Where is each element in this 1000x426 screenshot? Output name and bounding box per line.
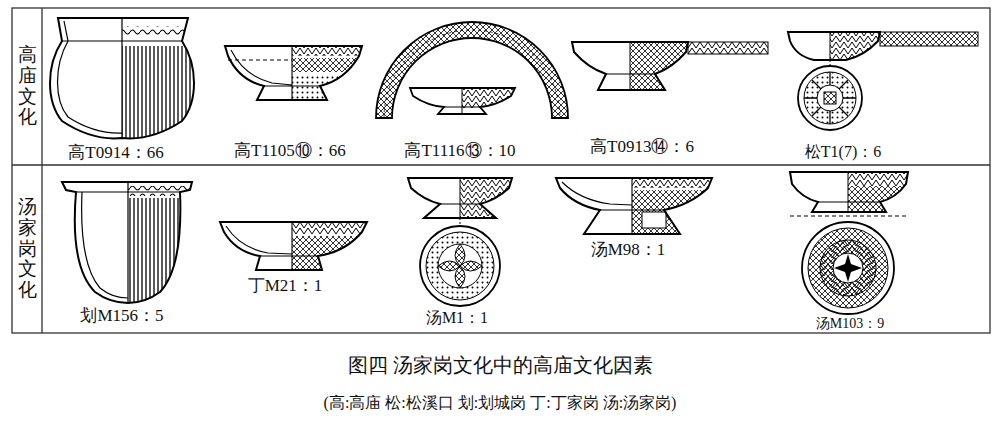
- pedestal-bowl-drawing: [556, 178, 714, 236]
- bowl-drawing-part: [226, 222, 318, 270]
- row-header-text: 高庙文化: [18, 45, 37, 129]
- pedestal-bowl-drawing-part: [438, 244, 482, 288]
- pedestal-bowl-drawing-part: [460, 178, 514, 220]
- pedestal-bowl-drawing-part: [420, 226, 500, 306]
- bowl-drawing-part: [228, 60, 292, 61]
- pedestal-bowl-drawing-part: [834, 254, 862, 282]
- bowl-drawing-part: [220, 222, 367, 270]
- jar-drawing-part: [62, 182, 192, 303]
- specimen-number: 高T1116⑬：10: [404, 142, 515, 159]
- decor-rollout-arch-part: [444, 88, 480, 114]
- row-header-cell: 高庙文化: [12, 8, 42, 165]
- plate-drawing: [572, 42, 768, 92]
- specimen-number: 丁M21：1: [248, 277, 323, 294]
- bowl-drawing-part-part: [292, 222, 368, 234]
- specimen-number: 松T1(7)：6: [805, 144, 881, 160]
- pedestal-bowl-drawing-part-part: [460, 178, 514, 220]
- specimen-number: 汤M98：1: [591, 241, 666, 258]
- specimen-number: 划M156：5: [80, 307, 163, 324]
- pedestal-bowl-drawing-part: [408, 178, 512, 218]
- plate-with-base-drawing-part: [804, 72, 856, 124]
- jar-drawing-part: [76, 182, 180, 303]
- pedestal-bowl-drawing: [408, 178, 514, 306]
- plate-with-base-drawing-part: [804, 72, 856, 124]
- plate-with-base-drawing-part: [824, 92, 836, 104]
- decor-rollout-arch-part: [410, 88, 515, 114]
- jar-drawing-part: [58, 18, 183, 138]
- pedestal-bowl-drawing-part: [562, 178, 664, 234]
- pedestal-bowl-drawing-part: [820, 240, 876, 296]
- pedestal-bowl-drawing: [790, 172, 910, 314]
- table-frame-part: [12, 8, 990, 333]
- plate-with-base-drawing-part: [798, 66, 862, 130]
- bowl-drawing-part: [292, 46, 364, 102]
- pedestal-bowl-drawing-part: [438, 244, 482, 288]
- bowl-drawing-part-part: [292, 46, 364, 56]
- plate-drawing-part: [606, 42, 655, 90]
- pedestal-bowl-drawing-part: [818, 172, 880, 212]
- plate-drawing-part: [572, 42, 688, 90]
- pedestal-bowl-drawing-part: [790, 216, 908, 217]
- pedestal-bowl-drawing-part: [808, 228, 888, 308]
- pedestal-bowl-drawing-part-part: [632, 178, 714, 188]
- table-frame: [12, 8, 990, 333]
- pedestal-bowl-drawing-part: [802, 222, 894, 314]
- decor-rollout-arch-part: [384, 30, 560, 118]
- specimen-number: 汤M103：9: [816, 317, 884, 331]
- bowl-drawing: [220, 222, 368, 272]
- specimen-number: 高T0914：66: [68, 144, 163, 161]
- pedestal-bowl-drawing-part: [426, 232, 494, 300]
- bowl-drawing-part: [292, 222, 368, 272]
- pedestal-bowl-drawing-part: [848, 172, 910, 214]
- plate-drawing-part-part: [630, 42, 690, 92]
- decor-rollout-arch-part: [376, 22, 568, 118]
- plate-with-base-drawing-part: [830, 60, 831, 66]
- figure-caption: 图四 汤家岗文化中的高庙文化因素: [348, 355, 653, 375]
- plate-with-base-drawing-part: [830, 32, 831, 60]
- specimen-number: 高T0913⑭：6: [590, 138, 694, 155]
- plate-with-base-drawing-part: [880, 32, 978, 46]
- pedestal-bowl-drawing-part: [460, 218, 461, 224]
- bowl-drawing: [225, 46, 364, 102]
- jar-drawing: [50, 18, 198, 142]
- pedestal-bowl-drawing-part: [556, 178, 712, 234]
- specimen-number: 高T1105⑩：66: [234, 142, 346, 159]
- decor-rollout-arch: [376, 22, 568, 118]
- pedestal-bowl-drawing-part-part: [632, 190, 714, 236]
- pedestal-bowl-drawing-part: [833, 253, 863, 283]
- table-frame-part: [12, 8, 990, 333]
- row-header-text: 汤家岗文化: [18, 197, 37, 301]
- plate-drawing-part: [630, 42, 690, 92]
- plate-with-base-drawing-part: [788, 32, 880, 60]
- bowl-drawing-part: [231, 46, 320, 100]
- plate-drawing-part: [688, 42, 768, 54]
- jar-drawing-part-part: [122, 46, 198, 142]
- specimen-number: 汤M1：1: [426, 310, 488, 326]
- bowl-drawing-part: [225, 46, 362, 100]
- bowl-drawing-part-part: [292, 74, 364, 102]
- jar-drawing-part: [122, 26, 198, 142]
- pedestal-bowl-drawing-part: [790, 172, 908, 212]
- jar-drawing-part: [50, 18, 194, 138]
- jar-drawing: [62, 182, 194, 308]
- abbreviation-note: (高:高庙 松:松溪口 划:划城岗 丁:丁家岗 汤:汤家岗): [324, 395, 677, 411]
- pedestal-bowl-drawing-part: [642, 212, 666, 228]
- pedestal-bowl-drawing-part-part: [848, 172, 910, 186]
- row-header-cell: 汤家岗文化: [12, 165, 42, 333]
- pedestal-bowl-drawing-part: [440, 178, 480, 218]
- plate-with-base-drawing: [788, 32, 978, 130]
